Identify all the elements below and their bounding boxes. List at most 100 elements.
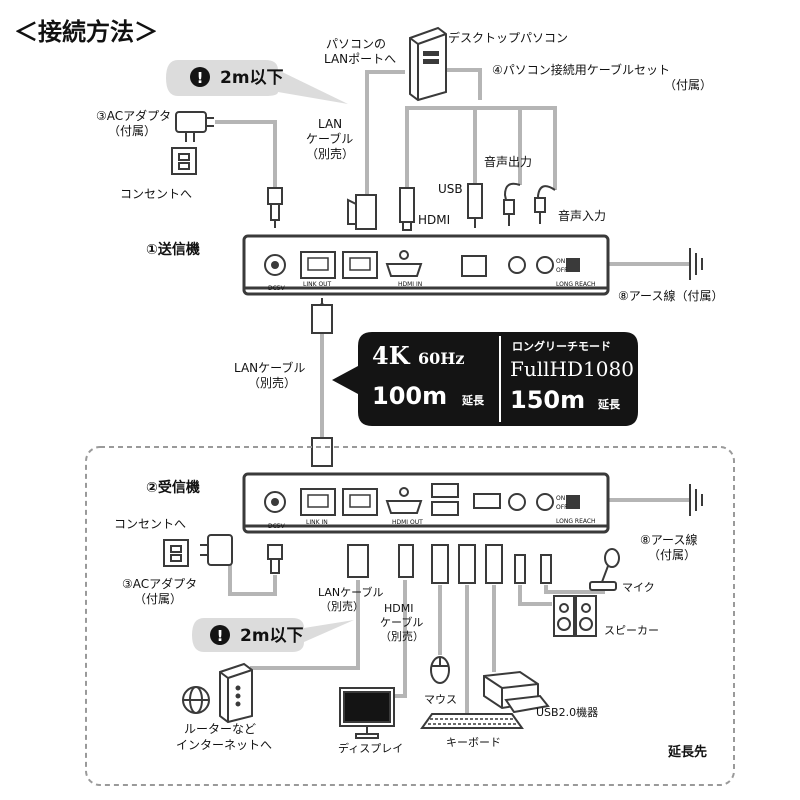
mouse-icon (430, 656, 450, 684)
label-attached: （付属） (664, 78, 712, 92)
globe-icon (182, 686, 210, 714)
desktop-pc-icon (409, 26, 447, 102)
label-audio-out: 音声出力 (484, 154, 532, 169)
label-audio-in: 音声入力 (558, 208, 606, 223)
label-lan-cable-mid-1: LANケーブル (234, 360, 305, 375)
usb-plug-top (467, 183, 483, 228)
port-label-dc5v: DC5V (268, 285, 286, 292)
receiver-device (242, 472, 610, 534)
label-outlet-top: コンセントへ (120, 187, 192, 201)
label-usb: USB (438, 182, 463, 196)
label-lan-cable-top-2: ケーブル (306, 131, 353, 146)
label-display: ディスプレイ (338, 741, 403, 755)
label-hdmi: HDMI (418, 213, 450, 227)
port-label-off-rx: OFF (556, 504, 568, 511)
dc-plug-bottom (267, 544, 283, 574)
bottom-callout: ! 2m以下 (192, 618, 354, 652)
hdmi-plug-bottom (398, 544, 414, 578)
top-callout-text: 2m以下 (220, 68, 284, 88)
page-title: ＜接続方法＞ (14, 18, 158, 46)
spec-100m: 100m (372, 382, 447, 410)
label-outlet-bottom: コンセントへ (114, 517, 186, 531)
lan-plug-bottom (347, 544, 369, 578)
spec-left-extend: 延長 (461, 393, 485, 407)
spec-60hz: 60Hz (418, 349, 464, 368)
label-lan-cable-mid-2: （別売） (248, 375, 296, 390)
warning-icon (210, 625, 230, 645)
label-mouse: マウス (424, 693, 457, 706)
extension-area (85, 446, 735, 786)
label-earth-bottom-1: ⑧アース線 (640, 532, 697, 547)
label-pc-cable-set: ④パソコン接続用ケーブルセット (492, 62, 670, 77)
label-ac-adapter-bottom: ③ACアダプタ (122, 576, 197, 591)
hdmi-plug-top (399, 187, 415, 231)
label-lan-cable-bot-2: （別売） (320, 600, 364, 613)
usb-plugs-bottom (431, 544, 503, 584)
spec-right-extend: 延長 (597, 397, 621, 411)
spec-150m: 150m (510, 386, 585, 414)
earth-grounds (689, 248, 703, 516)
label-pc-lan-port-1: パソコンの (326, 37, 386, 51)
audio-in-plug (534, 185, 556, 224)
label-router-2: インターネットへ (176, 738, 272, 752)
microphone-icon (589, 548, 620, 591)
port-label-hdmi-in: HDMI IN (398, 281, 422, 288)
spec-4k: 4K (372, 341, 411, 370)
svg-text:!: ! (217, 627, 224, 645)
label-receiver: ②受信機 (146, 479, 200, 496)
outlet-top-icon (171, 147, 197, 175)
bottom-callout-text: 2m以下 (240, 626, 304, 646)
printer-icon (483, 670, 550, 714)
audio-plugs-bottom (514, 554, 552, 584)
outlet-bottom-icon (163, 539, 189, 567)
speaker-icon (553, 595, 597, 637)
lan-plug-mid-bottom (311, 437, 333, 467)
port-label-link-out: LINK OUT (303, 281, 332, 288)
label-ac-attached-bottom: （付属） (134, 592, 182, 606)
top-callout: ! 2m以下 (166, 60, 348, 104)
label-hdmi-cable-3: （別売） (380, 630, 424, 643)
label-lan-cable-top-3: （別売） (306, 146, 354, 161)
ac-adapter-top-icon (175, 111, 214, 142)
warning-icon (190, 67, 210, 87)
port-label-dc5v-rx: DC5V (268, 523, 286, 530)
label-lan-cable-bot-1: LANケーブル (318, 585, 383, 599)
spec-long-reach-mode: ロングリーチモード (512, 339, 611, 353)
label-speaker: スピーカー (604, 624, 659, 637)
port-label-off: OFF (556, 267, 568, 274)
label-hdmi-cable-2: ケーブル (380, 615, 423, 629)
label-router-1: ルーターなど (184, 722, 256, 736)
ac-adapter-bottom-icon (200, 534, 233, 566)
label-lan-cable-top-1: LAN (318, 117, 342, 131)
bottom-wires (228, 540, 605, 714)
keyboard-icon (420, 713, 524, 729)
label-transmitter: ①送信機 (146, 241, 200, 258)
label-earth-bottom-2: （付属） (648, 548, 696, 562)
display-icon (339, 687, 395, 739)
spec-box: 4K 60Hz 100m 延長 ロングリーチモード FullHD1080 150… (332, 332, 638, 426)
port-label-on: ON (556, 258, 565, 265)
spec-fullhd: FullHD1080 (510, 357, 634, 381)
port-label-on-rx: ON (556, 495, 565, 502)
label-extension-end: 延長先 (667, 744, 707, 760)
label-earth-top: ⑧アース線（付属） (618, 288, 723, 303)
label-microphone: マイク (622, 581, 655, 594)
label-hdmi-cable-1: HDMI (384, 602, 413, 615)
top-wires (215, 68, 690, 502)
dc-plug-top (267, 187, 283, 228)
port-label-long-reach-rx: LONG REACH (556, 518, 596, 525)
port-label-hdmi-out: HDMI OUT (392, 519, 423, 526)
label-ac-attached-top: （付属） (108, 124, 156, 138)
label-pc-lan-port-2: LANポートへ (324, 52, 396, 66)
transmitter-device (242, 234, 610, 296)
lan-plug-top (347, 194, 377, 230)
lan-plug-mid-top (311, 298, 333, 334)
audio-out-plug (503, 182, 521, 226)
label-ac-adapter-top: ③ACアダプタ (96, 108, 171, 123)
label-usb-device: USB2.0機器 (536, 705, 598, 719)
label-desktop-pc: デスクトップパソコン (448, 30, 568, 45)
port-label-long-reach: LONG REACH (556, 281, 596, 288)
label-keyboard: キーボード (446, 736, 501, 749)
svg-text:!: ! (197, 69, 204, 87)
